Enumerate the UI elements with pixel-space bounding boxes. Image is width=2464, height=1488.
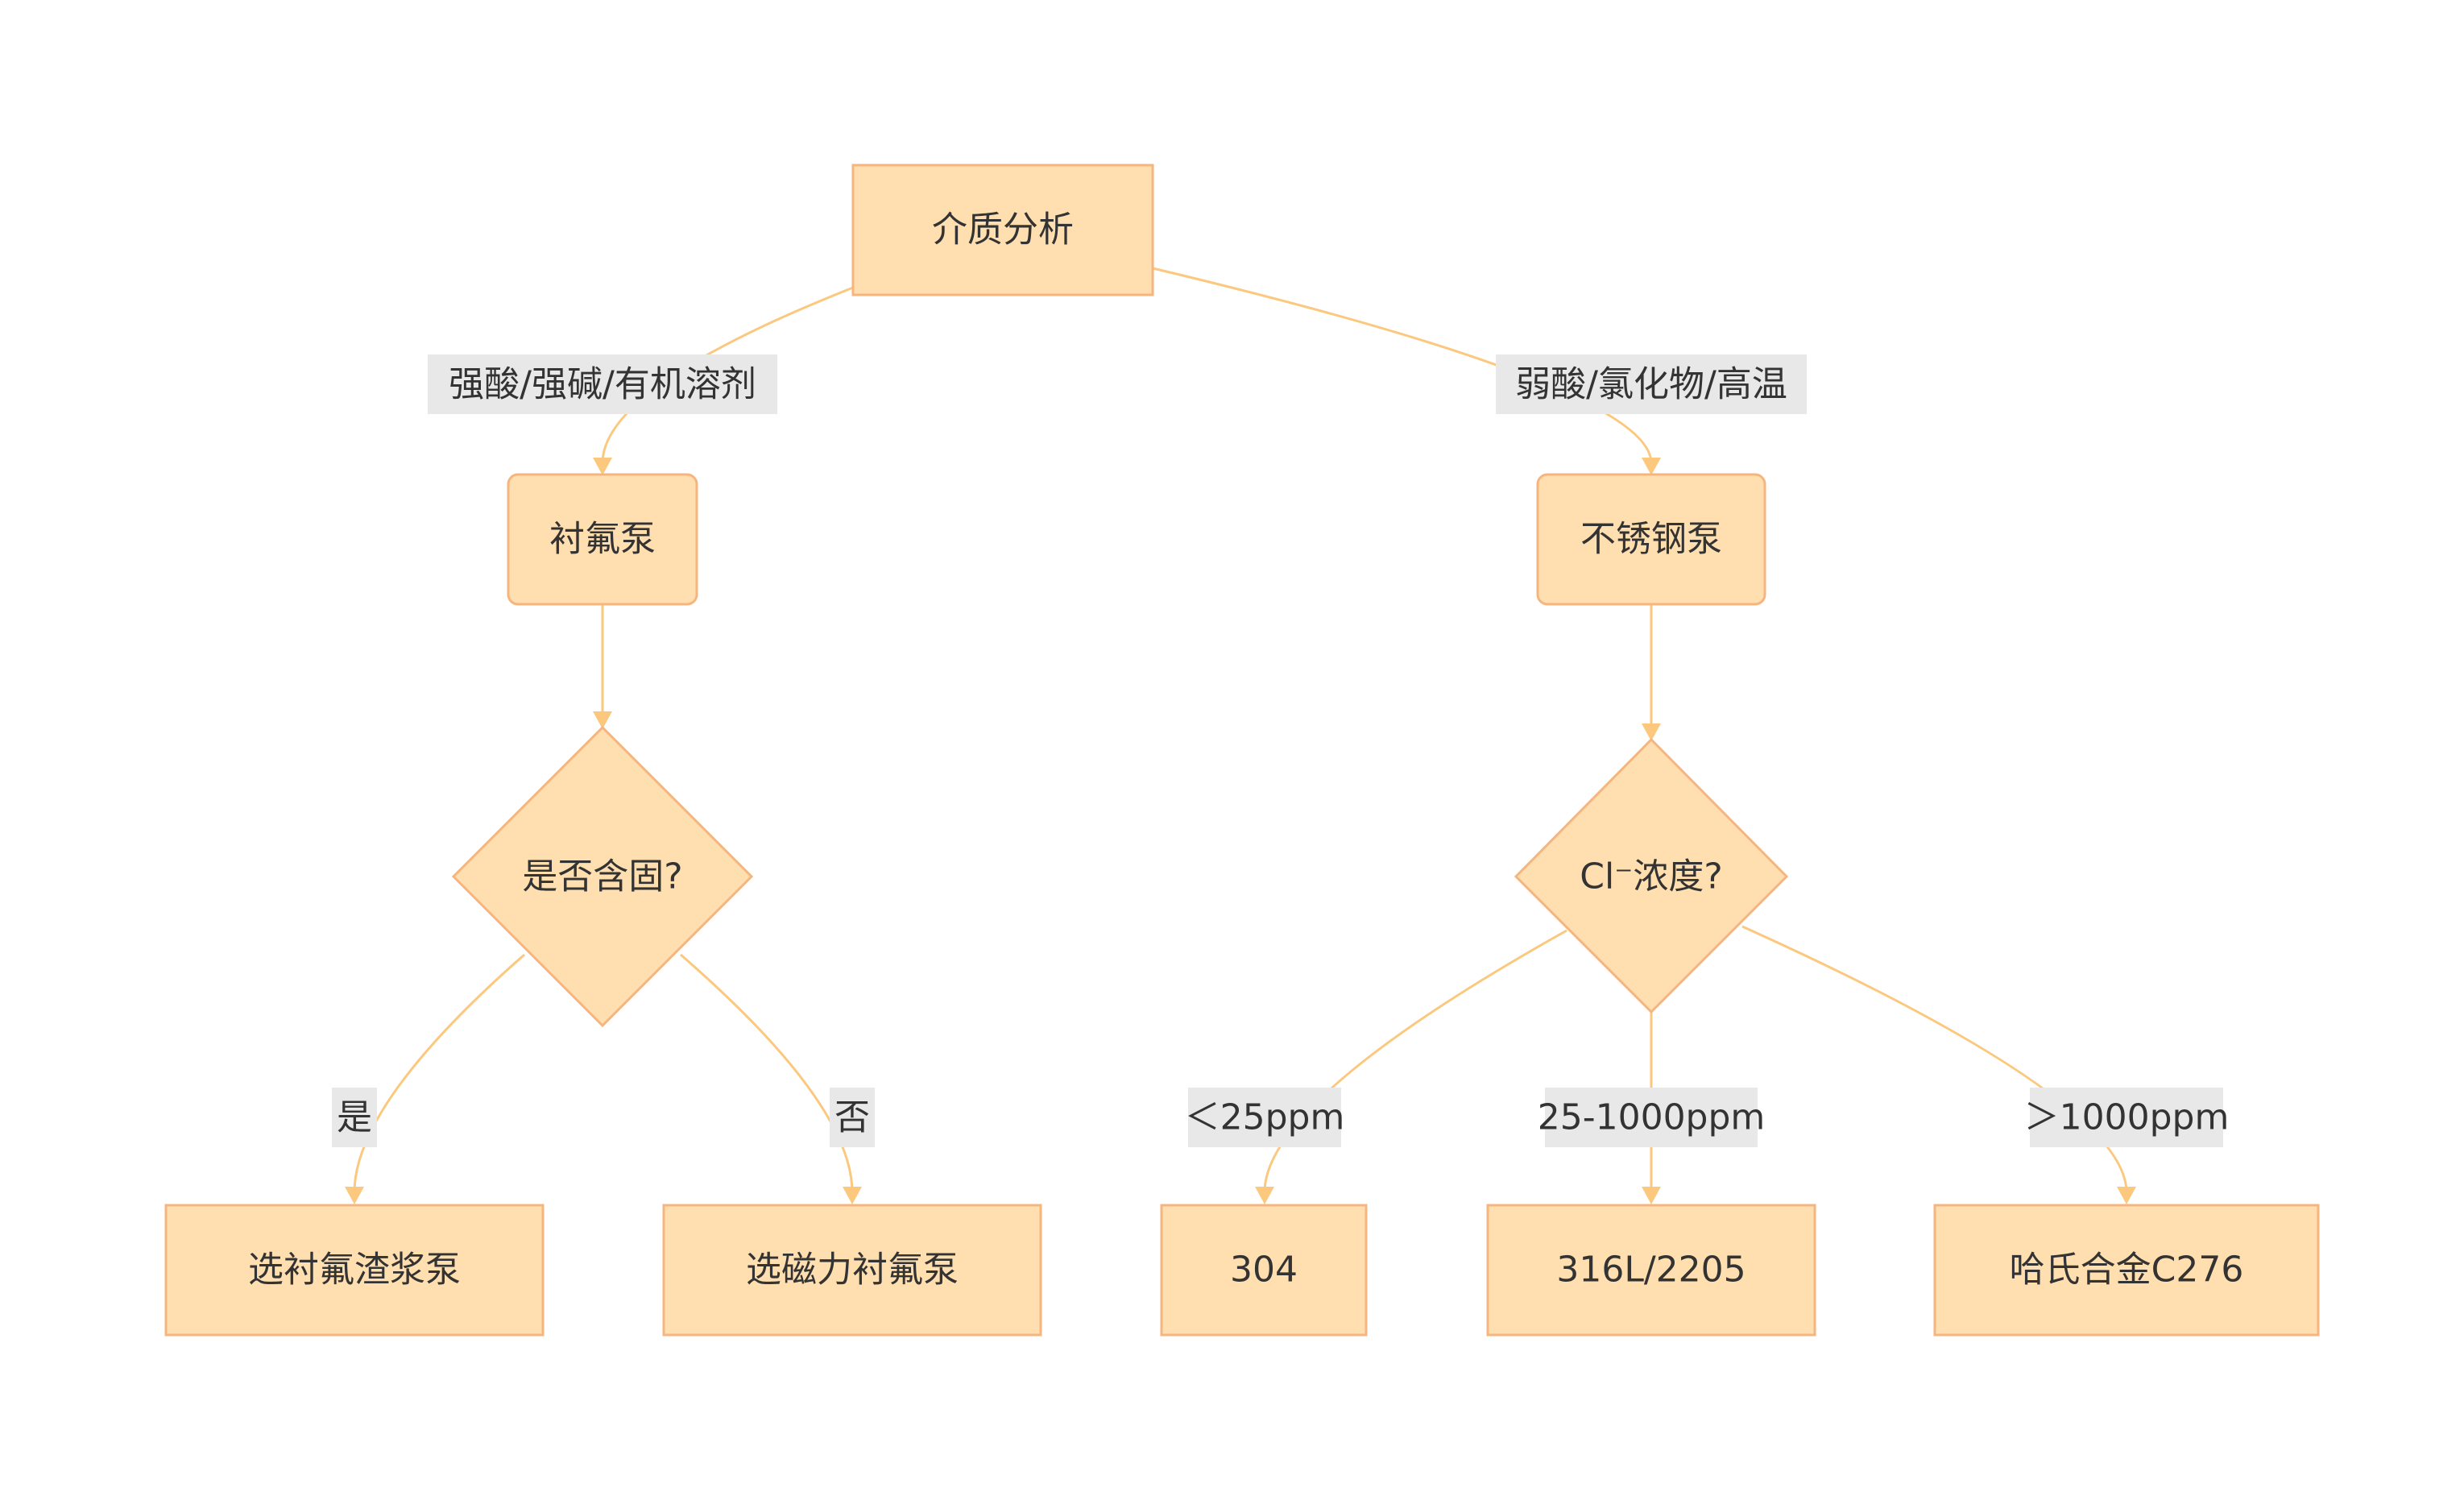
arrow-medium-to-stainless bbox=[1642, 458, 1661, 475]
node-magnetic-ptfe-pump-label: 选磁力衬氟泵 bbox=[746, 1250, 959, 1291]
edge-label-weak-media-text: 弱酸/氯化物/高温 bbox=[1515, 364, 1787, 405]
arrow-solids-to-magnetic bbox=[843, 1187, 862, 1204]
node-chloride-decision-label: Cl⁻浓度? bbox=[1580, 856, 1723, 897]
edges bbox=[345, 266, 2136, 1204]
edge-solids-to-magnetic bbox=[680, 953, 854, 1193]
node-stainless-pump[interactable]: 不锈钢泵 bbox=[1536, 473, 1766, 606]
edge-label-no: 否 bbox=[830, 1088, 875, 1147]
node-medium-analysis[interactable]: 介质分析 bbox=[851, 164, 1154, 296]
node-stainless-pump-label: 不锈钢泵 bbox=[1580, 519, 1722, 560]
edge-solids-to-slurry bbox=[353, 953, 525, 1193]
edge-label-strong-media-text: 强酸/强碱/有机溶剂 bbox=[449, 364, 756, 405]
node-hastelloy-c276-label: 哈氏合金C276 bbox=[2010, 1250, 2244, 1291]
node-medium-analysis-label: 介质分析 bbox=[932, 209, 1074, 251]
edge-chloride-to-c276 bbox=[1741, 925, 2128, 1193]
edge-label-strong-media: 强酸/强碱/有机溶剂 bbox=[428, 354, 777, 414]
arrow-solids-to-slurry bbox=[345, 1187, 364, 1204]
node-ptfe-pump-label: 衬氟泵 bbox=[549, 519, 656, 560]
node-solids-decision-label: 是否含固? bbox=[522, 856, 682, 897]
arrow-chloride-to-316l bbox=[1642, 1187, 1661, 1204]
node-ptfe-slurry-pump[interactable]: 选衬氟渣浆泵 bbox=[164, 1204, 545, 1337]
edge-chloride-to-304 bbox=[1263, 929, 1567, 1193]
edge-label-cl-high: ＞1000ppm bbox=[2024, 1088, 2230, 1147]
node-solids-decision[interactable]: 是否含固? bbox=[451, 725, 754, 1028]
node-grade-304-label: 304 bbox=[1230, 1250, 1298, 1291]
edge-labels: 强酸/强碱/有机溶剂 弱酸/氯化物/高温 是 否 ＜25ppm 25-1000p… bbox=[332, 354, 2229, 1147]
edge-label-cl-low: ＜25ppm bbox=[1185, 1088, 1345, 1147]
node-grade-316l-2205-label: 316L/2205 bbox=[1556, 1250, 1746, 1291]
node-grade-316l-2205[interactable]: 316L/2205 bbox=[1486, 1204, 1816, 1337]
node-ptfe-slurry-pump-label: 选衬氟渣浆泵 bbox=[248, 1250, 461, 1291]
edge-label-yes: 是 bbox=[332, 1088, 377, 1147]
edge-label-cl-high-text: ＞1000ppm bbox=[2024, 1097, 2230, 1138]
edge-label-cl-mid: 25-1000ppm bbox=[1538, 1088, 1766, 1147]
node-ptfe-pump[interactable]: 衬氟泵 bbox=[507, 473, 698, 606]
node-hastelloy-c276[interactable]: 哈氏合金C276 bbox=[1933, 1204, 2320, 1337]
edge-label-cl-mid-text: 25-1000ppm bbox=[1538, 1097, 1766, 1138]
nodes: 介质分析 衬氟泵 不锈钢泵 是否含固? Cl⁻浓度? 选衬氟渣浆泵 bbox=[164, 164, 2320, 1337]
arrow-chloride-to-304 bbox=[1255, 1187, 1274, 1204]
node-chloride-decision[interactable]: Cl⁻浓度? bbox=[1514, 737, 1789, 1014]
edge-label-cl-low-text: ＜25ppm bbox=[1185, 1097, 1345, 1138]
edge-label-weak-media: 弱酸/氯化物/高温 bbox=[1496, 354, 1807, 414]
node-grade-304[interactable]: 304 bbox=[1160, 1204, 1368, 1337]
arrow-ptfe-to-solids bbox=[593, 711, 612, 729]
arrow-chloride-to-c276 bbox=[2117, 1187, 2136, 1204]
node-magnetic-ptfe-pump[interactable]: 选磁力衬氟泵 bbox=[662, 1204, 1042, 1337]
arrow-medium-to-ptfe bbox=[593, 458, 612, 475]
edge-label-no-text: 否 bbox=[834, 1097, 870, 1138]
edge-label-yes-text: 是 bbox=[337, 1097, 372, 1138]
arrow-stainless-to-chloride bbox=[1642, 723, 1661, 741]
